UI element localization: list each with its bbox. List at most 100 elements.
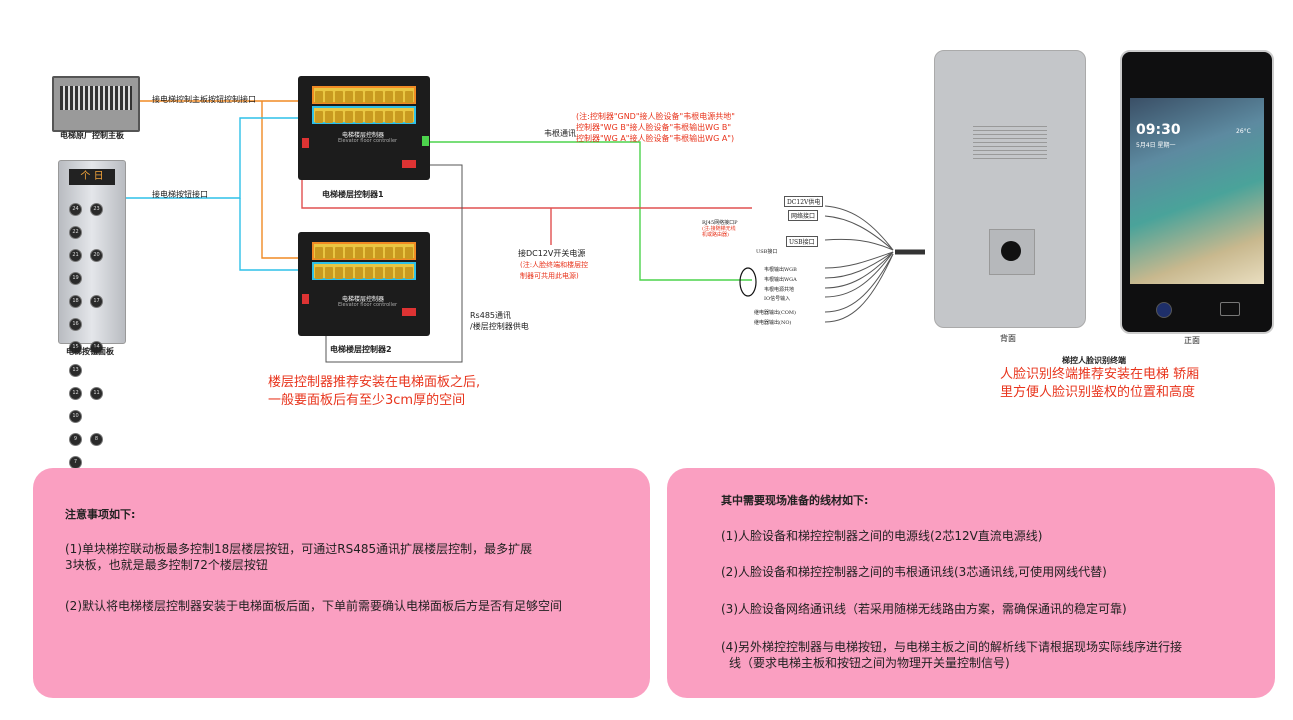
- wire-buttons-to-controller2: [239, 198, 298, 271]
- rs485-label-line1: Rs485通讯: [470, 311, 511, 320]
- floor-button: 12: [69, 387, 82, 400]
- controller2-rs485-port: [402, 308, 416, 316]
- wiegand-note: (注:控制器"GND"接人脸设备"韦根电源共地" 控制器"WG B"接人脸设备"…: [576, 111, 735, 144]
- cable-fan: [824, 205, 894, 323]
- wire-buttons-to-controller1: [124, 117, 298, 199]
- factory-control-board: [52, 76, 140, 132]
- cable-usb-left: USB接口: [756, 249, 778, 255]
- floor-controller-2: 电梯楼层控制器 Elevator floor controller: [298, 232, 430, 336]
- materials-item1: (1)人脸设备和梯控控制器之间的电源线(2芯12V直流电源线): [721, 529, 1043, 543]
- install-note-line2: 一般要面板后有至少3cm厚的空间: [268, 393, 466, 408]
- rj45-line1: RJ45网络接口P: [702, 220, 738, 226]
- clock-time: 09:30: [1136, 122, 1181, 138]
- cable-usb: USB接口: [786, 236, 818, 247]
- weather-readout: 26°C: [1236, 128, 1251, 135]
- install-note: 楼层控制器推荐安装在电梯面板之后, 一般要面板后有至少3cm厚的空间: [268, 374, 480, 410]
- floor-button: 9: [69, 433, 82, 446]
- controller1-red-switch: [302, 138, 309, 148]
- materials-item4: (4)另外梯控控制器与电梯按钮，与电梯主板之间的解析线下请根据现场实际线序进行接…: [721, 639, 1182, 671]
- button-port-label: 接电梯按钮接口: [152, 190, 208, 199]
- controller2-subtitle: Elevator floor controller: [338, 302, 398, 308]
- wiegand-note-line1: (注:控制器"GND"接人脸设备"韦根电源共地": [576, 112, 735, 121]
- cable-wgb: 韦根输出WGB: [764, 267, 797, 273]
- front-label: 正面: [1184, 336, 1200, 345]
- wire-wiegand: [430, 141, 752, 281]
- controller1-subtitle: Elevator floor controller: [338, 138, 398, 144]
- wiegand-label: 韦根通讯: [544, 129, 576, 138]
- wire-rs485: [325, 164, 463, 363]
- precautions-item1: (1)单块梯控联动板最多控制18层楼层按钮，可通过RS485通讯扩展楼层控制，最…: [65, 541, 532, 573]
- floor-button: 20: [90, 249, 103, 262]
- power-supply-note: (注:人脸终端和楼层控 制器可共用此电源): [520, 260, 588, 282]
- floor-button: 17: [90, 295, 103, 308]
- materials-item2: (2)人脸设备和梯控控制器之间的韦根通讯线(3芯通讯线,可使用网线代替): [721, 565, 1107, 579]
- floor-button: 13: [69, 364, 82, 377]
- cable-labels: DC12V供电 网络接口 RJ45网络接口P (注:接随梯无线 机或路由器) U…: [700, 196, 825, 336]
- card-reader-icon: [1220, 302, 1240, 316]
- cable-rj45-note: RJ45网络接口P (注:接随梯无线 机或路由器): [702, 220, 738, 238]
- terminal-note-line1: 人脸识别终端推荐安装在电梯 轿厢: [1000, 367, 1200, 382]
- precautions-panel: 注意事项如下: (1)单块梯控联动板最多控制18层楼层按钮，可通过RS485通讯…: [33, 468, 650, 698]
- floor-button: 24: [69, 203, 82, 216]
- rj45-line3: 机或路由器): [702, 232, 729, 238]
- terminal-note-line2: 里方便人脸识别鉴权的位置和高度: [1000, 385, 1196, 400]
- main-board-port-label: 接电梯控制主板按钮控制接口: [152, 95, 256, 104]
- cable-io: IO信号输入: [764, 296, 791, 302]
- floor-button: 8: [90, 433, 103, 446]
- install-note-line1: 楼层控制器推荐安装在电梯面板之后,: [268, 375, 481, 390]
- floor-button: 19: [69, 272, 82, 285]
- controller2-name: 电梯楼层控制器: [342, 296, 385, 303]
- clock-date: 5月4日 星期一: [1136, 142, 1176, 149]
- materials-item3: (3)人脸设备网络通讯线（若采用随梯无线路由方案，需确保通讯的稳定可靠): [721, 602, 1127, 616]
- floor-button: 10: [69, 410, 82, 423]
- rs485-label: Rs485通讯 /楼层控制器供电: [470, 310, 529, 332]
- cable-net: 网络接口: [788, 210, 819, 221]
- controller1-name: 电梯楼层控制器: [342, 132, 385, 139]
- precautions-item1-line1: (1)单块梯控联动板最多控制18层楼层按钮，可通过RS485通讯扩展楼层控制，最…: [65, 542, 533, 556]
- button-panel-label: 电梯按钮面板: [66, 347, 114, 356]
- floor-button: 14: [90, 341, 103, 354]
- front-screen: 09:30 5月4日 星期一 26°C: [1130, 98, 1264, 284]
- cable-dc12v: DC12V供电: [784, 196, 824, 207]
- camera-icon: [1156, 302, 1172, 318]
- terminal-note: 人脸识别终端推荐安装在电梯 轿厢 里方便人脸识别鉴权的位置和高度: [1000, 366, 1199, 402]
- back-label: 背面: [1000, 334, 1016, 343]
- controller1-green-terminal: [422, 136, 429, 146]
- controller1-caption: 电梯楼层控制器1: [322, 190, 384, 199]
- terminal-title: 梯控人脸识别终端: [1062, 356, 1126, 365]
- floor-button: 16: [69, 318, 82, 331]
- back-vent: [973, 125, 1047, 159]
- terminal-back: [934, 50, 1086, 328]
- wiegand-wires-highlight: [739, 267, 757, 297]
- cable-relay-com: 继电器输出(COM): [754, 310, 796, 316]
- controller2-terminal-top: [312, 242, 416, 260]
- power-supply-label: 接DC12V开关电源: [518, 249, 586, 258]
- controller1-terminal-bottom: [312, 106, 416, 124]
- wiegand-note-line3: 控制器"WG A"接人脸设备"韦根输出WG A"): [576, 134, 735, 143]
- power-note-line2: 制器可共用此电源): [520, 272, 579, 280]
- precautions-item1-line2: 3块板，也就是最多控制72个楼层按钮: [65, 558, 268, 572]
- floor-button: 15: [69, 341, 82, 354]
- cable-wga: 韦根输出WGA: [764, 277, 797, 283]
- cable-gnd: 韦根电源共地: [764, 287, 795, 293]
- materials-item4-line1: (4)另外梯控控制器与电梯按钮，与电梯主板之间的解析线下请根据现场实际线序进行接: [721, 640, 1183, 654]
- rj45-line2: (注:接随梯无线: [702, 226, 736, 232]
- elevator-button-panel: 个 日 242322212019181716151413121110987654…: [58, 160, 126, 561]
- controller1-rs485-port: [402, 160, 416, 168]
- terminal-front: 09:30 5月4日 星期一 26°C: [1120, 50, 1274, 334]
- floor-button: 21: [69, 249, 82, 262]
- controller2-red-switch: [302, 294, 309, 304]
- back-cable-hole: [1001, 241, 1021, 261]
- materials-item4-line2: 线（要求电梯主板和按钮之间为物理开关量控制信号): [729, 656, 1010, 670]
- floor-display: 个 日: [69, 169, 115, 185]
- precautions-item2: (2)默认将电梯楼层控制器安装于电梯面板后面，下单前需要确认电梯面板后方是否有足…: [65, 599, 563, 613]
- factory-board-label: 电梯原厂控制主板: [60, 131, 124, 140]
- floor-controller-1: 电梯楼层控制器 Elevator floor controller: [298, 76, 430, 180]
- controller1-terminal-top: [312, 86, 416, 104]
- cable-relay-no: 继电器输出(NO): [754, 320, 792, 326]
- floor-button: 22: [69, 226, 82, 239]
- controller2-caption: 电梯楼层控制器2: [330, 345, 392, 354]
- floor-button: 11: [90, 387, 103, 400]
- floor-button: 23: [90, 203, 103, 216]
- wiegand-note-line2: 控制器"WG B"接人脸设备"韦根输出WG B": [576, 123, 731, 132]
